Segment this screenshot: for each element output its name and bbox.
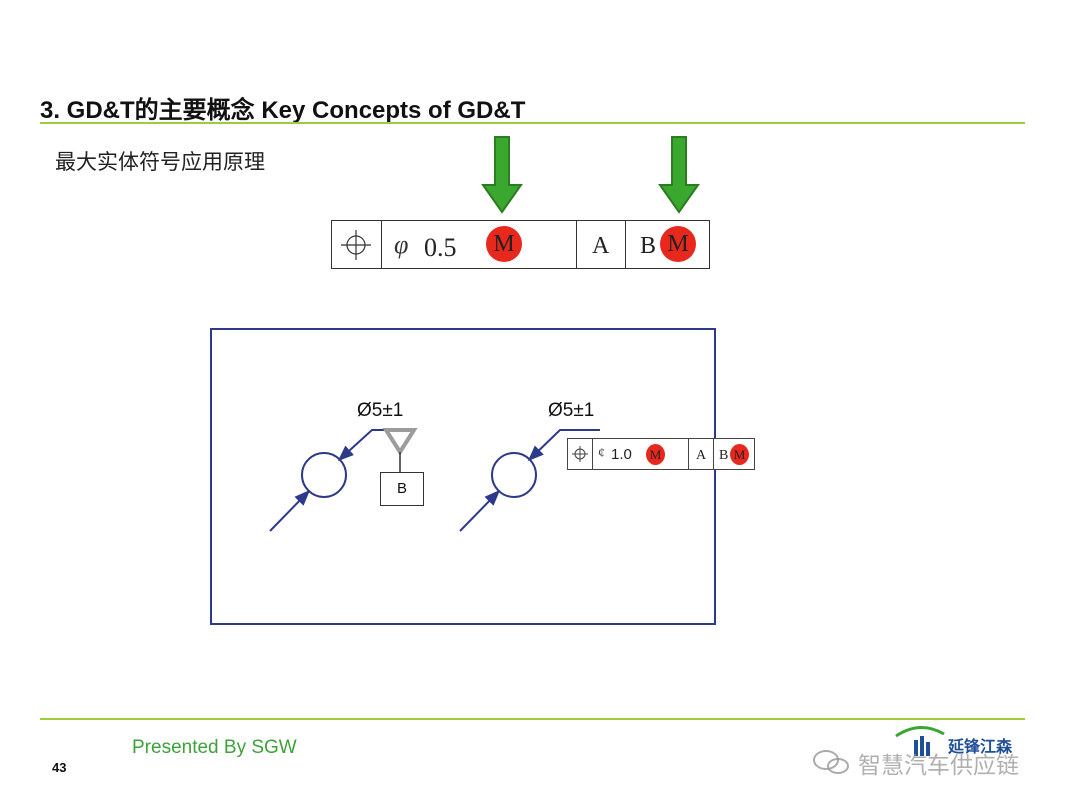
presenter-credit: Presented By SGW bbox=[132, 737, 297, 758]
slide-subtitle: 最大实体符号应用原理 bbox=[55, 150, 265, 174]
drawing-frame bbox=[210, 328, 716, 625]
diameter-symbol: ¢ bbox=[598, 446, 605, 461]
datum-a-cell: A bbox=[577, 221, 626, 268]
datum-b-label: B bbox=[719, 448, 729, 463]
datum-a-cell: A bbox=[689, 439, 714, 469]
tolerance-value: 1.0 bbox=[611, 446, 632, 463]
company-name: 延锋江森 bbox=[948, 739, 1013, 756]
position-symbol-icon bbox=[572, 446, 588, 462]
right-hole-circle bbox=[491, 452, 537, 498]
position-symbol-cell bbox=[332, 221, 382, 268]
green-arrow-icon bbox=[481, 136, 523, 214]
right-extension-arrow bbox=[459, 489, 501, 532]
feature-control-frame: φ 0.5 M A B M bbox=[331, 220, 710, 269]
datum-a-label: A bbox=[592, 233, 610, 259]
tolerance-cell: ¢ 1.0 M bbox=[593, 439, 689, 469]
position-symbol-cell bbox=[568, 439, 593, 469]
footer-divider bbox=[40, 718, 1025, 720]
page-number: 43 bbox=[52, 760, 67, 775]
drawing-feature-control-frame: ¢ 1.0 M A B M bbox=[567, 438, 755, 470]
left-dimension-text: Ø5±1 bbox=[357, 400, 404, 421]
datum-b-label: B bbox=[640, 233, 657, 259]
right-dimension-text: Ø5±1 bbox=[548, 400, 595, 421]
datum-b-mmc-modifier: M bbox=[660, 226, 696, 262]
left-extension-arrow bbox=[269, 489, 311, 532]
tolerance-cell: φ 0.5 M bbox=[382, 221, 577, 268]
title-divider bbox=[40, 122, 1025, 124]
datum-triangle bbox=[382, 428, 418, 456]
watermark-text: 智慧汽车供应链 bbox=[858, 753, 1019, 779]
company-logo-icon bbox=[895, 726, 945, 756]
left-hole-circle bbox=[301, 452, 347, 498]
datum-b-cell: B M bbox=[626, 221, 709, 268]
position-symbol-icon bbox=[341, 230, 371, 260]
datum-b-mmc-modifier: M bbox=[730, 444, 749, 465]
green-arrow-icon bbox=[658, 136, 700, 214]
tolerance-value: 0.5 bbox=[424, 233, 457, 262]
datum-b-box: B bbox=[380, 472, 424, 506]
mmc-modifier: M bbox=[646, 444, 665, 465]
diameter-symbol: φ bbox=[394, 230, 409, 259]
left-dimension-leader bbox=[337, 429, 386, 462]
datum-b-cell: B M bbox=[714, 439, 754, 469]
mmc-modifier: M bbox=[486, 226, 522, 262]
datum-a-label: A bbox=[696, 448, 707, 463]
slide-title: 3. GD&T的主要概念 Key Concepts of GD&T bbox=[40, 97, 526, 124]
wechat-icon bbox=[813, 750, 849, 774]
right-dimension-leader bbox=[527, 429, 600, 462]
